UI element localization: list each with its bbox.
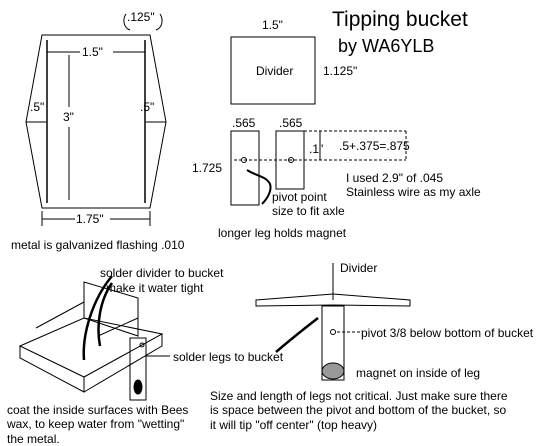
- right-leg-width-dim: .565: [279, 116, 303, 130]
- pivot-wire: [246, 169, 272, 205]
- front-magnet-label: magnet on inside of leg: [356, 366, 481, 380]
- front-pivot-note: pivot 3/8 below bottom of bucket: [361, 326, 534, 340]
- solder-divider-note-line1: solder divider to bucket: [100, 266, 224, 280]
- front-divider-label: Divider: [340, 261, 378, 275]
- divider-label: Divider: [256, 64, 294, 78]
- assembly-pivot-hole: [139, 342, 145, 348]
- front-leg: [321, 305, 345, 381]
- front-magnet: [321, 362, 345, 380]
- leg-left: [230, 130, 260, 206]
- front-solder-mark: [275, 317, 319, 353]
- right-flare-dim-label: .5": [140, 100, 155, 114]
- left-flare-dim-label: .5": [30, 100, 45, 114]
- pivot-point-label: pivot point: [272, 190, 327, 204]
- pivot-size-label: size to fit axle: [272, 204, 345, 218]
- offset-calc-label: .5+.375=.875: [339, 139, 410, 153]
- pivot-hole-right: [288, 157, 294, 163]
- page-title: Tipping bucket: [332, 8, 468, 31]
- size-note: Size and length of legs not critical. Ju…: [210, 389, 508, 432]
- bucket-base-face: [18, 317, 164, 378]
- bucket-base-side: [83, 334, 163, 393]
- solder-divider-note-line2: make it water tight: [106, 281, 204, 295]
- magnet-leg-note: longer leg holds magnet: [218, 226, 347, 240]
- leg-height-dim: 1.725: [192, 161, 223, 175]
- axle-note-line1: I used 2.9" of .045: [346, 171, 443, 185]
- divider-width-dim: 1.5": [262, 18, 283, 32]
- divider-height-dim: 1.125": [323, 64, 358, 78]
- axle-note-line2: Stainless wire as my axle: [346, 185, 481, 199]
- solder-divider-arrow-2: [97, 282, 114, 347]
- solder-divider-arrow: [82, 275, 113, 361]
- bucket-side-edge-1: [35, 301, 85, 329]
- assembly-leg: [129, 337, 147, 401]
- thickness-marker-right: [155, 13, 163, 31]
- beeswax-coating-note: coat the inside surfaces with Bees wax, …: [7, 403, 189, 446]
- height-dim-label: 3": [63, 110, 74, 124]
- front-pivot-hole: [330, 329, 336, 335]
- bottom-dim-label: 1.75": [76, 212, 104, 226]
- solder-legs-note: solder legs to bucket: [173, 350, 284, 364]
- offset-dim-label: .1": [309, 142, 324, 156]
- divider-rect: [230, 36, 316, 105]
- front-bucket-wall: [255, 293, 411, 307]
- bucket-base-front: [19, 346, 85, 393]
- assembly-magnet: [133, 379, 143, 395]
- thickness-marker-left: [123, 13, 131, 31]
- divider-panel: [83, 281, 139, 337]
- width-dim-label: 1.5": [82, 45, 103, 59]
- top-thickness-dim: .125": [127, 10, 155, 24]
- left-leg-width-dim: .565: [232, 116, 256, 130]
- material-note: metal is galvanized flashing .010: [11, 238, 185, 252]
- author-credit: by WA6YLB: [338, 36, 435, 56]
- bucket-side-edge-2: [97, 317, 139, 337]
